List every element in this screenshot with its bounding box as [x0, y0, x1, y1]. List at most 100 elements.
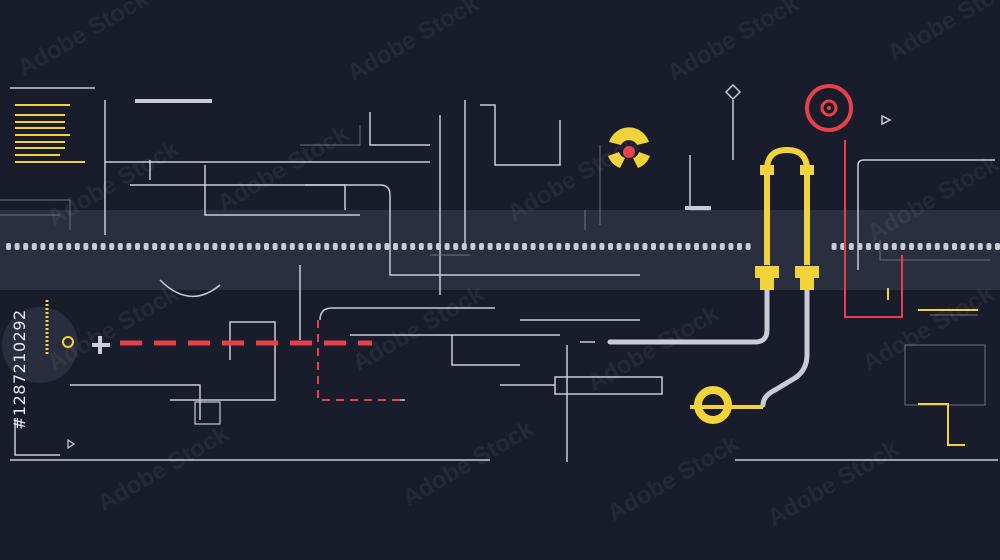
track-dot — [315, 243, 321, 250]
track-dot — [255, 243, 261, 250]
track-dot — [307, 243, 312, 250]
track-dot — [943, 243, 949, 250]
track-dot — [719, 243, 725, 250]
track-dot — [909, 243, 914, 250]
track-dot — [651, 243, 656, 250]
track-dot — [135, 243, 140, 250]
track-dot — [324, 243, 330, 250]
track-dot — [926, 243, 932, 250]
track-dot — [874, 243, 880, 250]
track-dot — [547, 243, 553, 250]
track-dot — [487, 243, 493, 250]
dotted-track — [6, 243, 1000, 250]
track-dot — [659, 243, 665, 250]
track-dot — [539, 243, 545, 250]
track-dot — [676, 243, 682, 250]
track-dot — [745, 243, 751, 250]
track-dot — [565, 243, 570, 250]
track-dot — [281, 243, 287, 250]
track-dot — [479, 243, 484, 250]
track-dot — [117, 243, 123, 250]
track-dot — [367, 243, 373, 250]
red-dashed-line — [120, 140, 903, 401]
track-dot — [513, 243, 519, 250]
track-dot — [31, 243, 37, 250]
track-dot — [694, 243, 699, 250]
track-dot — [685, 243, 691, 250]
track-dot — [152, 243, 158, 250]
track-dot — [178, 243, 183, 250]
track-dot — [556, 243, 562, 250]
track-dot — [866, 243, 871, 250]
track-dot — [160, 243, 166, 250]
track-dot — [848, 243, 854, 250]
pipe-system — [607, 287, 810, 408]
track-dot — [350, 243, 355, 250]
track-dot — [530, 243, 536, 250]
track-dot — [401, 243, 407, 250]
target-icon — [805, 84, 853, 132]
track-dot — [384, 243, 390, 250]
track-dot — [891, 243, 897, 250]
track-dot — [608, 243, 613, 250]
track-dot — [83, 243, 89, 250]
track-dot — [393, 243, 398, 250]
left-gauge — [2, 300, 110, 383]
track-dot — [100, 243, 106, 250]
track-dot — [289, 243, 295, 250]
accents — [67, 83, 892, 450]
track-dot — [616, 243, 622, 250]
track-dot — [375, 243, 381, 250]
track-dot — [169, 243, 175, 250]
track-dot — [496, 243, 502, 250]
track-dot — [453, 243, 459, 250]
track-dot — [960, 243, 966, 250]
track-dot — [590, 243, 596, 250]
track-dot — [358, 243, 364, 250]
track-dot — [143, 243, 149, 250]
track-dot — [126, 243, 132, 250]
track-dot — [195, 243, 201, 250]
track-dot — [995, 243, 1000, 250]
track-dot — [203, 243, 209, 250]
track-dot — [74, 243, 80, 250]
wiring — [10, 87, 998, 462]
track-dot — [952, 243, 957, 250]
track-dot — [599, 243, 605, 250]
track-dot — [238, 243, 244, 250]
track-dot — [831, 243, 837, 250]
track-dot — [57, 243, 63, 250]
track-dot — [49, 243, 54, 250]
track-dot — [212, 243, 218, 250]
track-dot — [900, 243, 906, 250]
track-dot — [522, 243, 527, 250]
track-dot — [702, 243, 708, 250]
track-dot — [272, 243, 278, 250]
track-dot — [917, 243, 923, 250]
track-dot — [977, 243, 983, 250]
track-dot — [221, 243, 226, 250]
yellow-bars — [15, 104, 85, 163]
track-dot — [470, 243, 476, 250]
track-dot — [298, 243, 304, 250]
yellow-ring-valve — [690, 386, 763, 424]
track-dot — [444, 243, 450, 250]
stock-id-label: #1287210292 — [10, 309, 29, 430]
track-dot — [633, 243, 639, 250]
track-dot — [246, 243, 252, 250]
track-dot — [332, 243, 338, 250]
track-dot — [840, 243, 846, 250]
track-dot — [934, 243, 940, 250]
track-dot — [883, 243, 889, 250]
track-dot — [728, 243, 734, 250]
track-dot — [642, 243, 648, 250]
track-dot — [418, 243, 424, 250]
track-dot — [969, 243, 975, 250]
track-dot — [427, 243, 433, 250]
track-dot — [668, 243, 674, 250]
track-dot — [186, 243, 192, 250]
track-dot — [66, 243, 72, 250]
track-dot — [625, 243, 631, 250]
